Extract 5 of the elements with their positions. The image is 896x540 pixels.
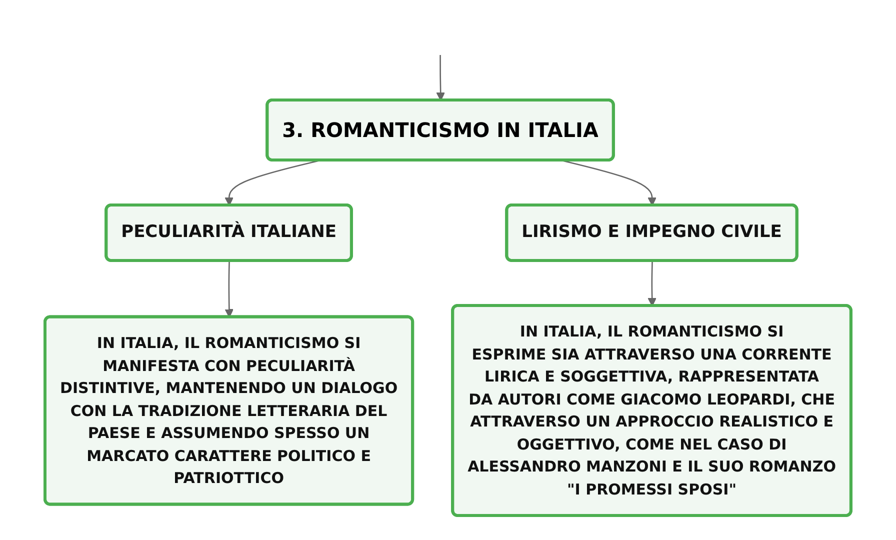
arrow — [224, 260, 234, 318]
arrow — [436, 54, 446, 101]
arrow — [648, 260, 656, 306]
arrow — [562, 160, 656, 206]
arrow — [224, 160, 320, 206]
